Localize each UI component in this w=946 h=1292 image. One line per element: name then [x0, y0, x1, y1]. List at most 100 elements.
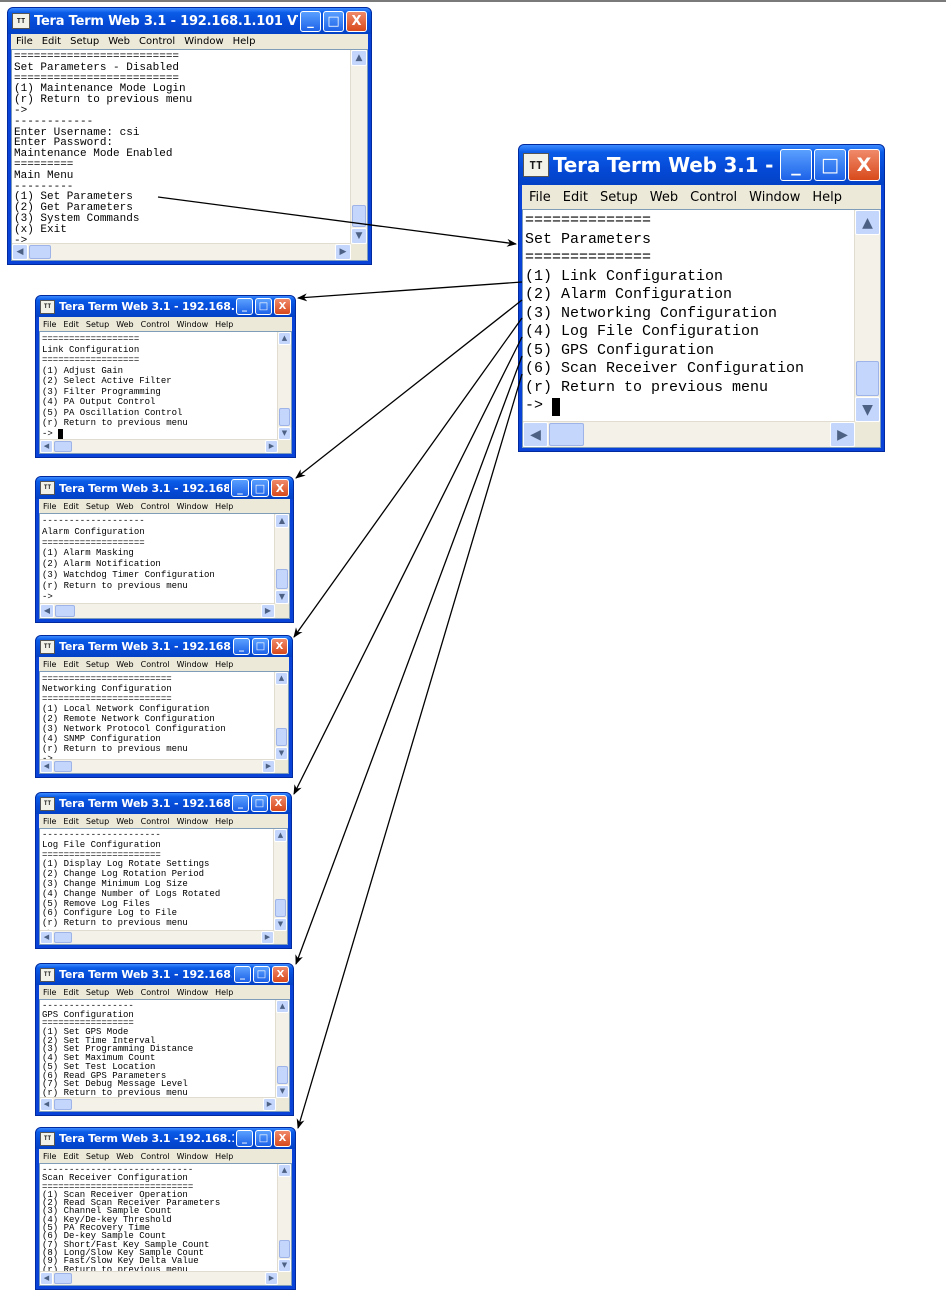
menu-web[interactable]: Web	[108, 36, 131, 47]
menu-web[interactable]: Web	[116, 1151, 134, 1161]
terminal-body[interactable]: ==================Link Configuration====…	[39, 331, 292, 454]
close-button[interactable]: X	[274, 298, 291, 315]
menu-control[interactable]: Control	[690, 189, 738, 205]
menu-edit[interactable]: Edit	[562, 189, 588, 205]
menu-window[interactable]: Window	[176, 987, 209, 997]
close-button[interactable]: X	[272, 966, 289, 983]
minimize-button[interactable]: _	[236, 298, 253, 315]
terminal-output[interactable]: ==================Link Configuration====…	[40, 332, 278, 453]
menu-setup[interactable]: Setup	[85, 319, 110, 329]
scroll-left-button[interactable]: ◀	[40, 1272, 53, 1285]
menu-edit[interactable]: Edit	[63, 659, 79, 669]
menu-window[interactable]: Window	[176, 816, 209, 826]
terminal-output[interactable]: -----------------GPS Configuration======…	[40, 1000, 276, 1111]
scroll-thumb[interactable]	[352, 205, 366, 227]
menu-help[interactable]: Help	[215, 1151, 234, 1161]
menu-edit[interactable]: Edit	[63, 987, 79, 997]
scroll-down-button[interactable]: ▼	[278, 427, 291, 440]
menu-control[interactable]: Control	[140, 987, 170, 997]
menu-file[interactable]: File	[43, 319, 57, 329]
menu-file[interactable]: File	[16, 36, 33, 47]
menu-setup[interactable]: Setup	[599, 189, 638, 205]
tera-term-app-icon[interactable]: TT	[40, 481, 55, 495]
scroll-right-button[interactable]: ▶	[261, 931, 274, 944]
menu-window[interactable]: Window	[176, 659, 209, 669]
menu-control[interactable]: Control	[140, 501, 170, 511]
menu-help[interactable]: Help	[215, 659, 234, 669]
scroll-down-button[interactable]: ▼	[274, 918, 287, 931]
scroll-thumb[interactable]	[279, 1240, 290, 1258]
menu-help[interactable]: Help	[215, 501, 234, 511]
scroll-up-button[interactable]: ▲	[274, 829, 287, 842]
scroll-down-button[interactable]: ▼	[276, 1085, 289, 1098]
terminal-window-scan-receiver-configuration[interactable]: TT Tera Term Web 3.1 -192.168.1.101 VT _…	[35, 1127, 296, 1290]
resize-grip[interactable]	[276, 1098, 289, 1111]
scroll-right-button[interactable]: ▶	[830, 422, 855, 447]
maximize-button[interactable]: □	[814, 149, 846, 181]
minimize-button[interactable]: _	[236, 1130, 253, 1147]
terminal-body[interactable]: =========================Set Parameters …	[11, 49, 368, 261]
minimize-button[interactable]: _	[300, 10, 321, 32]
scroll-right-button[interactable]: ▶	[261, 604, 275, 618]
close-button[interactable]: X	[270, 795, 287, 812]
menu-file[interactable]: File	[43, 501, 57, 511]
menu-web[interactable]: Web	[116, 816, 134, 826]
scroll-left-button[interactable]: ◀	[40, 760, 53, 773]
maximize-button[interactable]: □	[253, 966, 270, 983]
terminal-body[interactable]: -----------------GPS Configuration======…	[39, 999, 290, 1112]
menu-help[interactable]: Help	[232, 36, 256, 47]
terminal-output[interactable]: -------------------Alarm Configuration==…	[40, 514, 275, 618]
horizontal-scroll-thumb[interactable]	[549, 423, 584, 446]
scroll-right-button[interactable]: ▶	[263, 1098, 276, 1111]
menu-window[interactable]: Window	[176, 319, 209, 329]
scroll-up-button[interactable]: ▲	[276, 1000, 289, 1013]
menu-file[interactable]: File	[43, 1151, 57, 1161]
scroll-right-button[interactable]: ▶	[265, 1272, 278, 1285]
scroll-down-button[interactable]: ▼	[275, 747, 288, 760]
horizontal-scroll-thumb[interactable]	[55, 605, 75, 617]
scroll-left-button[interactable]: ◀	[40, 931, 53, 944]
minimize-button[interactable]: _	[232, 795, 249, 812]
scroll-right-button[interactable]: ▶	[262, 760, 275, 773]
title-bar[interactable]: TT Tera Term Web 3.1 - 192.168.1.101 VT …	[36, 636, 292, 657]
scroll-up-button[interactable]: ▲	[351, 50, 367, 66]
horizontal-scrollbar[interactable]: ◀ ▶	[523, 421, 855, 447]
terminal-output[interactable]: ----------------------Log File Configura…	[40, 829, 274, 944]
terminal-output[interactable]: ========================Networking Confi…	[40, 672, 275, 773]
menu-control[interactable]: Control	[140, 816, 170, 826]
tera-term-app-icon[interactable]: TT	[40, 796, 55, 811]
maximize-button[interactable]: □	[255, 298, 272, 315]
terminal-window-login[interactable]: TT Tera Term Web 3.1 - 192.168.1.101 VT …	[7, 7, 372, 265]
scroll-thumb[interactable]	[279, 408, 290, 426]
horizontal-scroll-thumb[interactable]	[54, 761, 72, 772]
menu-edit[interactable]: Edit	[63, 816, 79, 826]
maximize-button[interactable]: □	[251, 479, 269, 497]
scroll-right-button[interactable]: ▶	[265, 440, 278, 453]
minimize-button[interactable]: _	[233, 638, 250, 655]
title-bar[interactable]: TT Tera Term Web 3.1 -192.168.1.101 VT _…	[36, 1128, 295, 1149]
scroll-up-button[interactable]: ▲	[278, 332, 291, 345]
menu-help[interactable]: Help	[812, 189, 843, 205]
close-button[interactable]: X	[346, 10, 367, 32]
horizontal-scroll-thumb[interactable]	[54, 441, 72, 452]
terminal-output[interactable]: ==============Set Parameters============…	[523, 210, 855, 447]
terminal-window-gps-configuration[interactable]: TT Tera Term Web 3.1 - 192.168.1.101 VT …	[35, 963, 294, 1116]
terminal-body[interactable]: ========================Networking Confi…	[39, 671, 289, 774]
minimize-button[interactable]: _	[234, 966, 251, 983]
terminal-body[interactable]: ----------------------------Scan Receive…	[39, 1163, 292, 1286]
vertical-scrollbar[interactable]: ▲ ▼	[277, 1164, 291, 1272]
scroll-left-button[interactable]: ◀	[40, 604, 54, 618]
minimize-button[interactable]: _	[780, 149, 812, 181]
scroll-up-button[interactable]: ▲	[278, 1164, 291, 1177]
scroll-up-button[interactable]: ▲	[275, 514, 289, 528]
scroll-down-button[interactable]: ▼	[278, 1259, 291, 1272]
menu-edit[interactable]: Edit	[63, 1151, 79, 1161]
resize-grip[interactable]	[275, 760, 288, 773]
horizontal-scrollbar[interactable]: ◀ ▶	[40, 439, 278, 453]
vertical-scrollbar[interactable]: ▲ ▼	[854, 210, 880, 422]
menu-window[interactable]: Window	[176, 501, 209, 511]
menu-edit[interactable]: Edit	[63, 501, 79, 511]
vertical-scrollbar[interactable]: ▲ ▼	[274, 514, 289, 604]
vertical-scrollbar[interactable]: ▲ ▼	[275, 1000, 289, 1098]
title-bar[interactable]: TT Tera Term Web 3.1 - 192.168.1.101 VT …	[36, 477, 293, 499]
